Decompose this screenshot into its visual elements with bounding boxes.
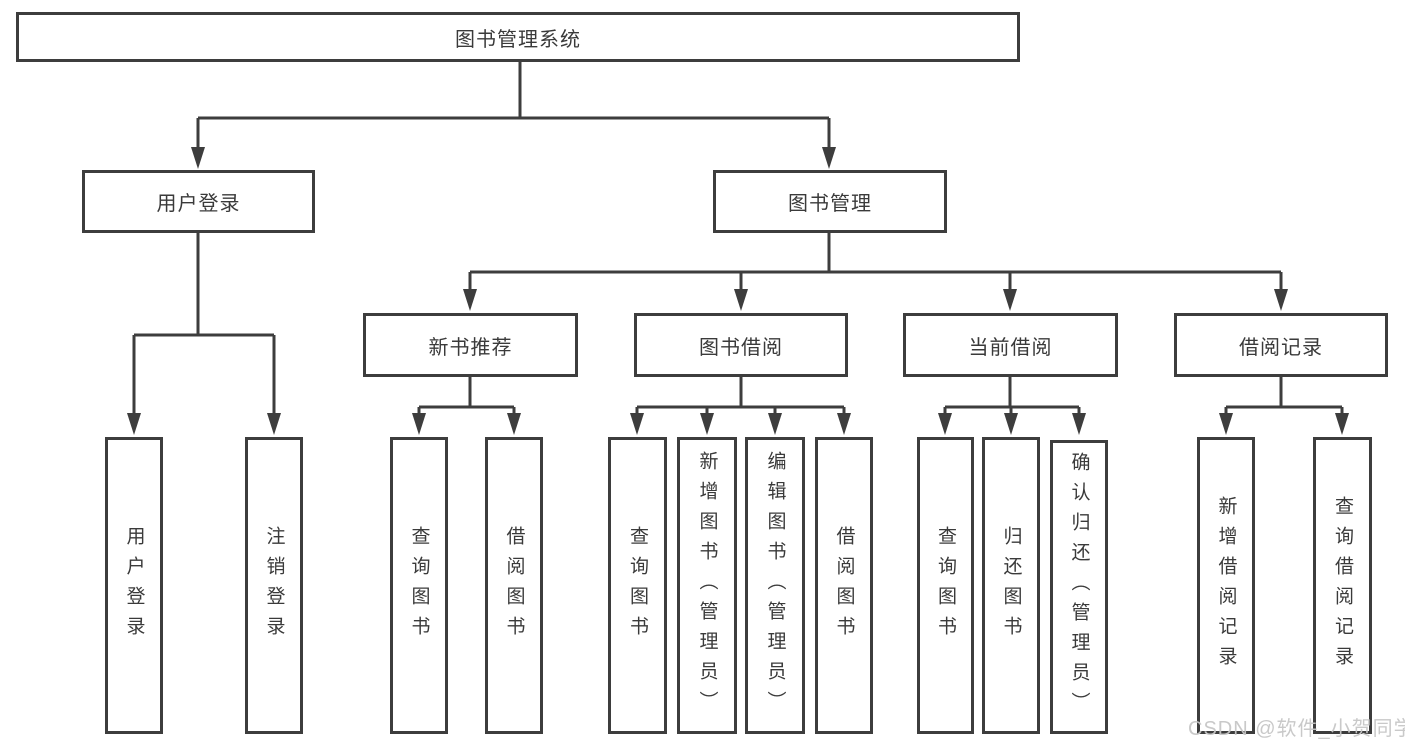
leaf-query-books-borrow-label: 查询图书 [627,525,648,646]
leaf-user-login-label: 用户登录 [123,525,145,646]
leaf-add-book-admin-label: 新增图书（管理员） [696,450,718,721]
leaf-user-login: 用户登录 [105,437,163,734]
node-library-management-system: 图书管理系统 [16,12,1020,62]
leaf-return-book-label: 归还图书 [1000,525,1022,646]
leaf-return-book: 归还图书 [982,437,1040,734]
leaf-logout-label: 注销登录 [263,525,285,646]
node-book-management-label: 图书管理 [788,193,872,215]
leaf-borrow-books-label: 借阅图书 [833,525,855,646]
node-new-book-recommend: 新书推荐 [363,313,578,377]
leaf-borrow-books-recommend: 借阅图书 [485,437,543,734]
leaf-edit-book-admin-label: 编辑图书（管理员） [764,450,786,721]
node-book-management: 图书管理 [713,170,947,233]
connector-new-book-children [412,377,521,435]
leaf-query-books-recommend-label: 查询图书 [408,525,430,646]
leaf-edit-book-admin: 编辑图书（管理员） [745,437,805,734]
node-current-borrow: 当前借阅 [903,313,1118,377]
node-borrow-records-label: 借阅记录 [1239,336,1323,359]
leaf-logout: 注销登录 [245,437,303,734]
node-borrow-records: 借阅记录 [1174,313,1388,377]
connector-root-to-level2 [191,62,836,169]
node-current-borrow-label: 当前借阅 [968,336,1053,359]
node-book-borrow: 图书借阅 [634,313,848,377]
node-book-borrow-label: 图书借阅 [699,336,783,359]
leaf-borrow-books-recommend-label: 借阅图书 [503,525,525,646]
connector-user-login-children [127,233,281,435]
leaf-confirm-return-admin-label: 确认归还（管理员） [1068,452,1090,722]
leaf-borrow-books: 借阅图书 [815,437,873,734]
leaf-query-books-recommend: 查询图书 [390,437,448,734]
leaf-query-borrow-record: 查询借阅记录 [1313,437,1372,734]
node-library-management-system-label: 图书管理系统 [455,28,581,51]
leaf-add-book-admin: 新增图书（管理员） [677,437,737,734]
leaf-add-borrow-record: 新增借阅记录 [1197,437,1255,734]
leaf-confirm-return-admin: 确认归还（管理员） [1050,440,1108,734]
node-new-book-recommend-label: 新书推荐 [428,336,513,359]
node-user-login: 用户登录 [82,170,315,233]
leaf-query-books-borrow: 查询图书 [608,437,667,734]
connector-borrow-records-children [1219,377,1349,435]
connector-book-management-to-level3 [463,233,1288,311]
node-user-login-label: 用户登录 [156,193,241,215]
watermark-text: CSDN @软件_小贺同学 [1188,718,1405,740]
connector-book-borrow-children [630,377,851,435]
leaf-query-books-current-label: 查询图书 [935,525,956,646]
leaf-query-borrow-record-label: 查询借阅记录 [1332,495,1353,676]
connector-current-borrow-children [938,377,1086,435]
leaf-add-borrow-record-label: 新增借阅记录 [1215,495,1237,676]
leaf-query-books-current: 查询图书 [917,437,974,734]
